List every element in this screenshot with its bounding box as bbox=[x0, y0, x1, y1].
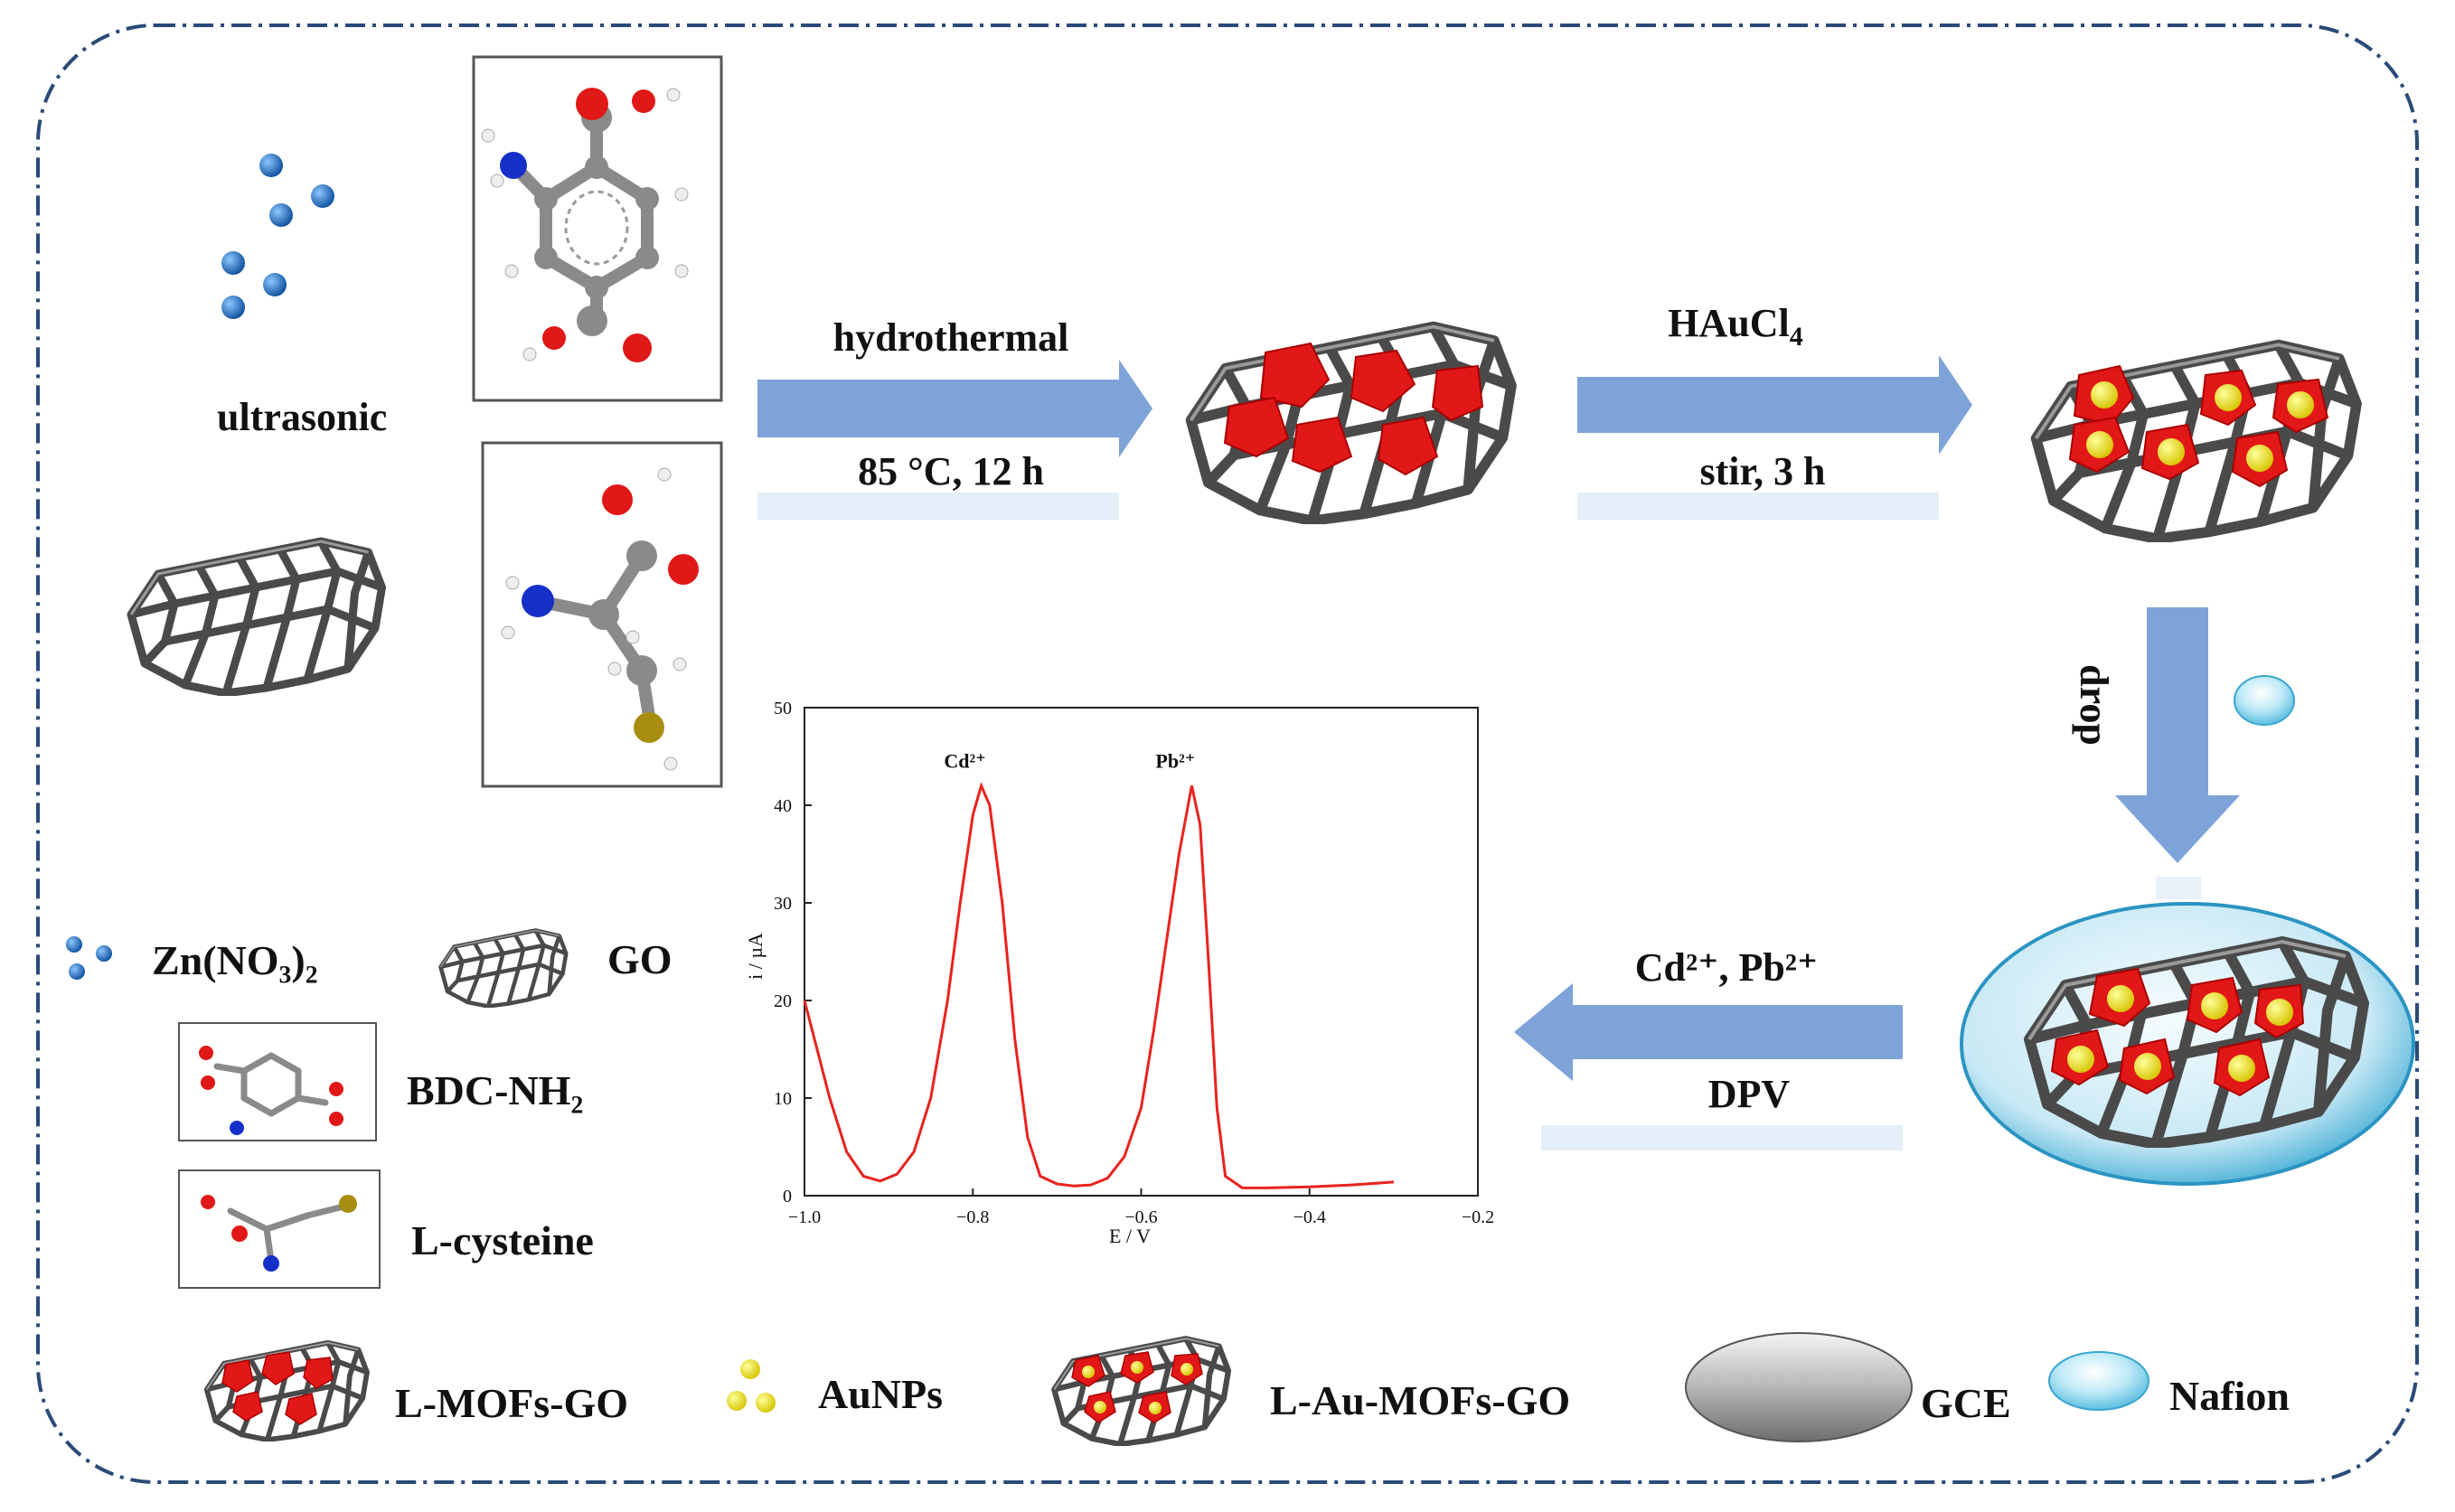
ultrasonic-label: ultrasonic bbox=[217, 395, 388, 439]
arrow-hydrothermal bbox=[757, 360, 1152, 520]
l-au-mofs-go-sheet bbox=[2036, 345, 2357, 540]
peak-annotation: Pb²⁺ bbox=[1155, 749, 1195, 772]
dpv-curve bbox=[803, 781, 1395, 1189]
l-mofs-go-sheet bbox=[1191, 327, 1512, 521]
y-tick-label: 50 bbox=[774, 699, 792, 718]
legend-gce-label: GCE bbox=[1921, 1380, 2011, 1426]
y-axis-label: i / µA bbox=[744, 933, 767, 980]
hydrothermal-label: hydrothermal bbox=[833, 315, 1069, 360]
x-tick-label: −0.2 bbox=[1462, 1207, 1494, 1227]
y-tick-label: 0 bbox=[783, 1187, 792, 1207]
legend-laumof-label: L-Au-MOFs-GO bbox=[1270, 1377, 1570, 1423]
y-tick-label: 30 bbox=[774, 894, 792, 914]
x-tick-label: −1.0 bbox=[788, 1207, 821, 1227]
x-tick-label: −0.6 bbox=[1124, 1207, 1157, 1227]
x-tick-label: −0.8 bbox=[956, 1207, 989, 1227]
arrow-dpv bbox=[1514, 983, 1903, 1150]
go-sheet-left bbox=[131, 541, 382, 693]
y-tick-label: 40 bbox=[774, 796, 792, 816]
arrow-drop bbox=[2115, 607, 2240, 899]
nafion-drop bbox=[2234, 675, 2295, 726]
legend-bdc-icon bbox=[178, 1022, 377, 1141]
y-tick-label: 10 bbox=[774, 1089, 792, 1109]
x-axis-label: E / V bbox=[1109, 1225, 1151, 1247]
chart-plot-area bbox=[804, 707, 1479, 1197]
drop-label: drop bbox=[2072, 664, 2116, 746]
legend-gce-icon bbox=[1685, 1332, 1913, 1442]
cd-pb-ions-label: Cd²⁺, Pb²⁺ bbox=[1635, 945, 1818, 990]
y-tick-label: 20 bbox=[774, 991, 792, 1011]
legend-aunp-icon bbox=[727, 1359, 776, 1413]
legend-lmof-label: L-MOFs-GO bbox=[395, 1380, 628, 1426]
haucl4-label: HAuCl4 bbox=[1668, 301, 1802, 352]
legend-cys-label: L-cysteine bbox=[411, 1217, 594, 1263]
legend-aunp-label: AuNPs bbox=[818, 1371, 943, 1417]
l-cysteine-molecule-box bbox=[481, 441, 723, 788]
x-tick-label: −0.4 bbox=[1293, 1207, 1326, 1227]
legend-go-label: GO bbox=[607, 936, 673, 982]
legend-zn-label: Zn(NO₃)₂ bbox=[152, 937, 317, 983]
peak-annotation: Cd²⁺ bbox=[944, 749, 985, 772]
arrow-haucl4 bbox=[1577, 355, 1972, 520]
dpv-label: DPV bbox=[1708, 1072, 1791, 1116]
condition-85c-label: 85 °C, 12 h bbox=[858, 449, 1044, 493]
legend-nafion-label: Nafion bbox=[2169, 1373, 2290, 1419]
legend-zn-icon bbox=[66, 936, 112, 980]
dpv-chart: −1.0 −0.8 −0.6 −0.4 −0.2 0 10 20 30 40 50 Cd²⁺ Pb²⁺… bbox=[744, 699, 1494, 1247]
stir-3h-label: stir, 3 h bbox=[1700, 449, 1826, 493]
legend-cys-icon bbox=[178, 1169, 381, 1289]
legend-nafion-icon bbox=[2048, 1351, 2149, 1411]
modified-electrode-bubble bbox=[1960, 902, 2415, 1186]
legend-go-icon bbox=[441, 931, 567, 1007]
legend-laumof-icon bbox=[1054, 1338, 1228, 1444]
zn-ions-cluster bbox=[221, 154, 334, 319]
dashed-frame bbox=[36, 23, 2419, 1484]
legend-lmof-icon bbox=[207, 1343, 367, 1440]
bdc-nh2-molecule-box bbox=[472, 55, 723, 402]
legend-bdc-label: BDC-NH₂ bbox=[407, 1067, 583, 1113]
